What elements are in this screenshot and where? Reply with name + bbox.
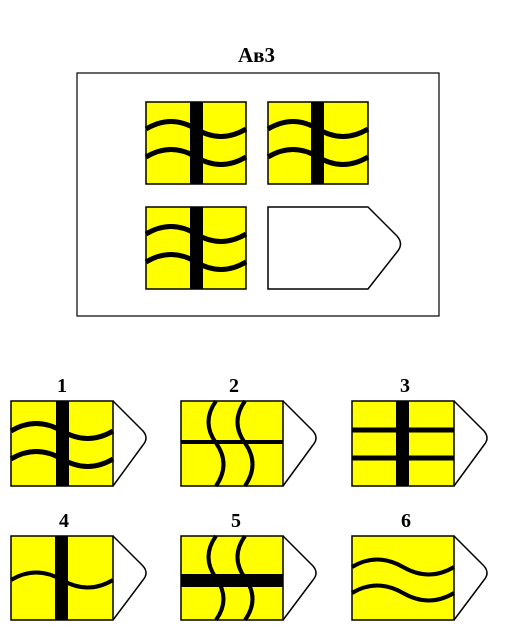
matrix-frame [76, 72, 440, 317]
missing-cell [267, 206, 402, 290]
option-5[interactable] [180, 534, 317, 622]
option-2[interactable] [180, 399, 317, 488]
puzzle-title: Ав3 [237, 43, 275, 67]
option-4[interactable] [9, 535, 147, 621]
matrix-cell-2 [266, 101, 370, 185]
option-6[interactable] [350, 535, 488, 621]
option-3-label: 3 [400, 375, 410, 397]
option-6-label: 6 [401, 510, 411, 532]
option-1-label: 1 [57, 375, 67, 397]
matrix-cell-3 [144, 206, 248, 290]
option-5-label: 5 [231, 510, 241, 532]
option-1[interactable] [9, 400, 147, 487]
option-4-label: 4 [59, 510, 69, 532]
option-2-label: 2 [229, 375, 239, 397]
option-3[interactable] [351, 400, 488, 487]
matrix-cell-1 [144, 101, 248, 185]
